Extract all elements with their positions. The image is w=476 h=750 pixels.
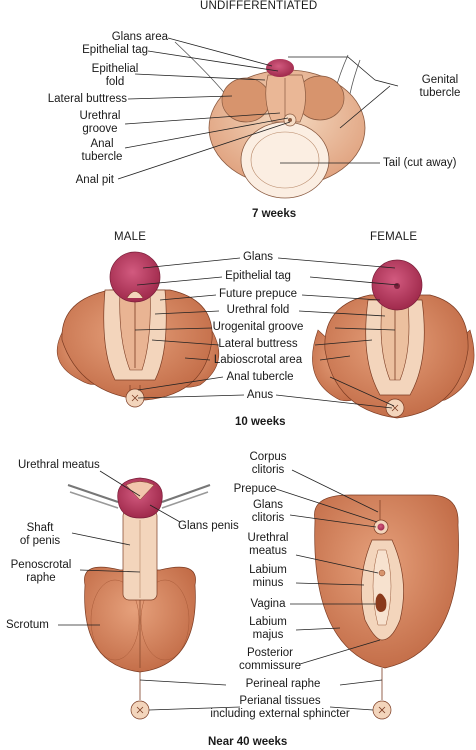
label-corpus-clitoris: Corpus clitoris [249, 451, 287, 476]
label-urogenital-groove: Urogenital groove [212, 321, 304, 333]
label-urethral-groove: Urethral groove [79, 110, 121, 135]
female-40wk-figure [314, 494, 459, 720]
label-vagina: Vagina [250, 598, 286, 610]
caption-7-weeks: 7 weeks [252, 208, 297, 220]
male-10wk-figure [56, 251, 220, 408]
label-tail-cut-away: Tail (cut away) [383, 157, 457, 169]
label-urethral-meatus-male: Urethral meatus [18, 459, 100, 471]
caption-10-weeks: 10 weeks [235, 416, 286, 428]
label-urethral-fold: Urethral fold [226, 304, 290, 316]
label-anal-pit: Anal pit [75, 174, 114, 186]
female-10wk-figure [312, 259, 475, 419]
label-prepuce: Prepuce [233, 483, 277, 495]
label-epithelial-tag: Epithelial tag [82, 44, 148, 56]
leader-lines [58, 37, 399, 711]
label-anal-tubercle: Anal tubercle [81, 138, 123, 163]
label-future-prepuce: Future prepuce [219, 288, 297, 300]
label-urethral-meatus-female: Urethral meatus [247, 532, 289, 557]
male-header: MALE [114, 231, 147, 243]
label-perianal-tissues: Perianal tissues including external sphi… [210, 695, 350, 720]
caption-near-40-weeks: Near 40 weeks [208, 736, 288, 748]
label-glans: Glans [242, 251, 274, 263]
label-epithelial-tag-10wk: Epithelial tag [225, 270, 291, 282]
label-scrotum: Scrotum [6, 619, 49, 631]
label-labium-majus: Labium majus [249, 616, 287, 641]
female-header: FEMALE [370, 231, 418, 243]
label-anus: Anus [246, 389, 274, 401]
label-posterior-commissure: Posterior commissure [239, 647, 301, 672]
label-labioscrotal-area: Labioscrotal area [213, 354, 303, 366]
label-shaft-of-penis: Shaft of penis [19, 522, 61, 547]
label-glans-clitoris: Glans clitoris [251, 499, 285, 524]
label-perineal-raphe: Perineal raphe [245, 678, 321, 690]
label-lateral-buttress-10wk: Lateral buttress [218, 338, 298, 350]
label-penoscrotal-raphe: Penoscrotal raphe [10, 559, 72, 584]
label-labium-minus: Labium minus [249, 564, 287, 589]
label-epithelial-fold: Epithelial fold [91, 63, 139, 88]
label-glans-area: Glans area [111, 31, 168, 43]
male-40wk-figure [67, 477, 211, 720]
label-glans-penis: Glans penis [178, 520, 239, 532]
undifferentiated-header: UNDIFFERENTIATED [200, 0, 318, 12]
label-genital-tubercle: Genital tubercle [419, 74, 461, 99]
label-anal-tubercle-10wk: Anal tubercle [226, 371, 294, 383]
label-lateral-buttress: Lateral buttress [47, 93, 127, 105]
